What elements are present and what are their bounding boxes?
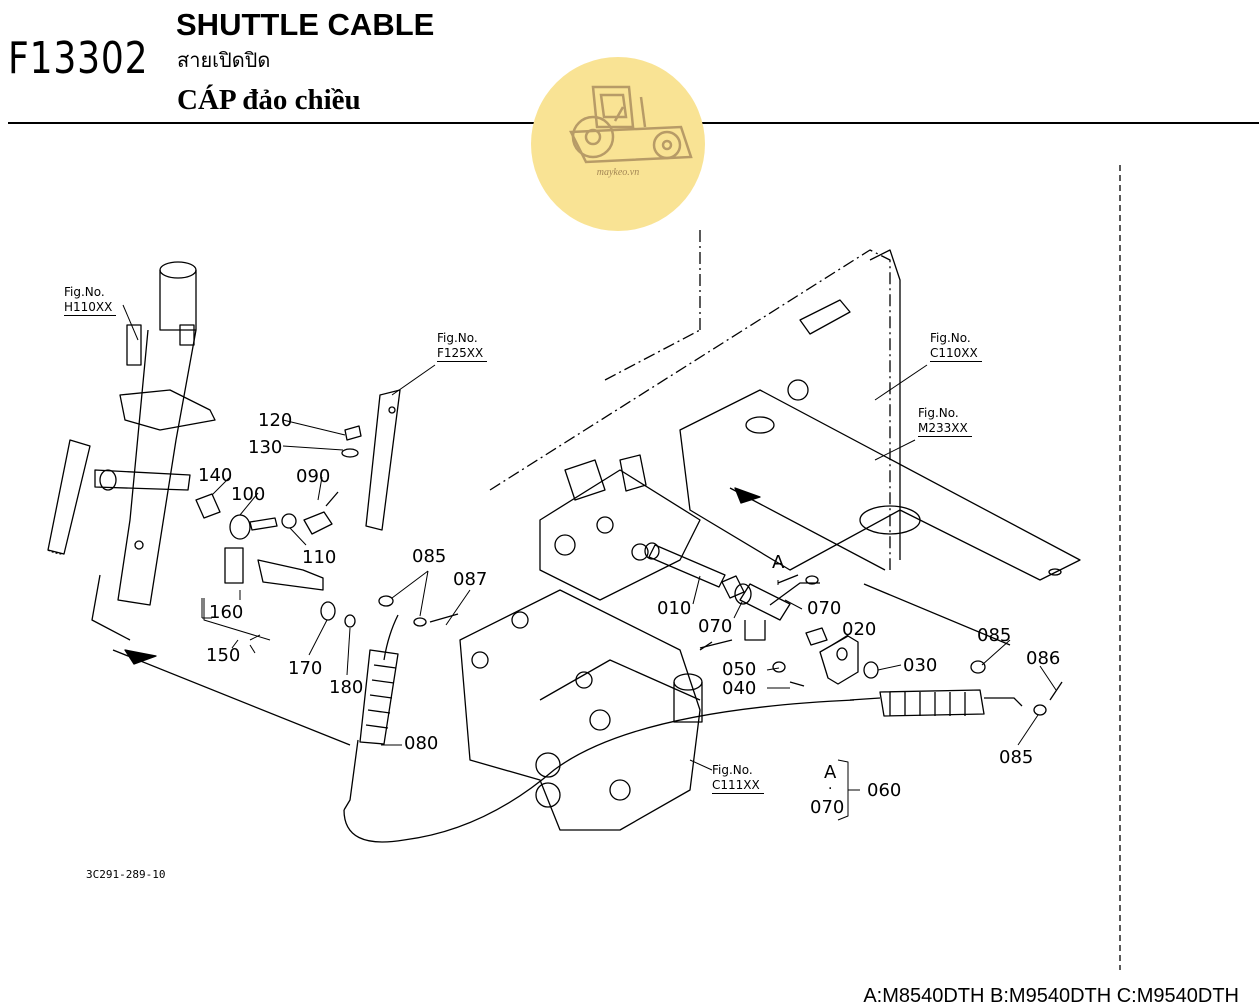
valve-body (459, 454, 703, 831)
logo-text: maykeo.vn (596, 167, 640, 178)
part-label-050[interactable]: 050 (722, 659, 757, 680)
leader-lines (122, 304, 1057, 791)
callout-a: A (772, 552, 785, 573)
rod-f125 (365, 389, 401, 531)
part-label-120[interactable]: 120 (258, 410, 293, 431)
direction-arrows (112, 487, 1011, 746)
shuttle-cable (343, 614, 1063, 843)
figure-ref-label: Fig.No. (64, 285, 105, 299)
part-label-070-b[interactable]: 070 (807, 598, 842, 619)
part-label-085-c[interactable]: 085 (999, 747, 1034, 768)
part-label-085-b[interactable]: 085 (977, 625, 1012, 646)
part-label-140[interactable]: 140 (198, 465, 233, 486)
part-label-080[interactable]: 080 (404, 733, 439, 754)
figure-ref-code: H110XX (64, 300, 117, 316)
shift-lever-assembly (47, 261, 216, 641)
part-label-010[interactable]: 010 (657, 598, 692, 619)
part-label-040[interactable]: 040 (722, 678, 757, 699)
arm-assembly (644, 542, 986, 687)
part-label-170[interactable]: 170 (288, 658, 323, 679)
figure-ref-f125[interactable]: Fig.No. F125XX (437, 331, 488, 362)
part-label-090[interactable]: 090 (296, 466, 331, 487)
figure-ref-code: C110XX (930, 346, 982, 362)
figure-ref-c111[interactable]: Fig.No. C111XX (712, 763, 764, 794)
tractor-icon (569, 85, 693, 164)
part-label-087[interactable]: 087 (453, 569, 488, 590)
part-label-020[interactable]: 020 (842, 619, 877, 640)
part-label-160[interactable]: 160 (209, 602, 244, 623)
figure-ref-h110[interactable]: Fig.No. H110XX (64, 285, 117, 316)
part-label-130[interactable]: 130 (248, 437, 283, 458)
figure-code: F13302 (8, 33, 149, 84)
title-thai: สายเปิดปิด (177, 48, 271, 72)
small-parts-left (195, 425, 459, 628)
part-label-070[interactable]: 070 (698, 616, 733, 637)
transmission-housing (489, 230, 891, 570)
figure-ref-m233[interactable]: Fig.No. M233XX (918, 406, 972, 437)
title-vietnamese: CÁP đảo chiều (177, 84, 361, 116)
part-label-150[interactable]: 150 (206, 645, 241, 666)
maykeo-logo: maykeo.vn (531, 57, 705, 231)
figure-ref-code: M233XX (918, 421, 972, 437)
part-label-030[interactable]: 030 (903, 655, 938, 676)
part-label-060[interactable]: 060 (867, 780, 902, 801)
part-label-100[interactable]: 100 (231, 484, 266, 505)
figure-ref-code: F125XX (437, 346, 488, 362)
title-english: SHUTTLE CABLE (176, 7, 435, 42)
upper-bracket (679, 249, 1081, 581)
figure-ref-label: Fig.No. (918, 406, 959, 420)
figure-ref-c110[interactable]: Fig.No. C110XX (930, 331, 982, 362)
model-list: A:M8540DTH B:M9540DTH C:M9540DTH (863, 985, 1239, 1007)
part-label-070-c[interactable]: 070 (810, 797, 845, 818)
group-brackets (203, 598, 849, 821)
figure-ref-label: Fig.No. (930, 331, 971, 345)
part-label-180[interactable]: 180 (329, 677, 364, 698)
figure-ref-label: Fig.No. (437, 331, 478, 345)
part-label-085[interactable]: 085 (412, 546, 447, 567)
figure-ref-code: C111XX (712, 778, 764, 794)
drawing-number: 3C291-289-10 (86, 868, 166, 881)
callout-a-legend: A (824, 762, 837, 783)
figure-ref-label: Fig.No. (712, 763, 753, 777)
callout-dot: · (828, 781, 833, 797)
part-label-110[interactable]: 110 (302, 547, 337, 568)
part-label-086[interactable]: 086 (1026, 648, 1061, 669)
